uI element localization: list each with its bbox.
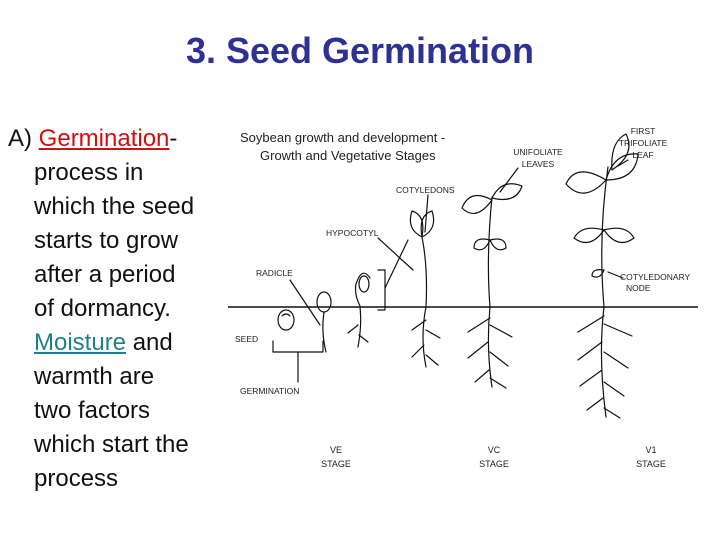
vc-cotyledon-left [474,239,490,250]
definition-line: process in [8,156,236,190]
v1-unifoliate-left [574,228,604,242]
definition-line: starts to grow [8,224,236,258]
label-seed: SEED [235,334,258,344]
diagram-title-line1: Soybean growth and development - [240,130,445,145]
definition-line: after a period [8,258,236,292]
ve-roots [412,307,440,367]
vc-roots [468,307,512,388]
term-germination: Germination [39,125,170,152]
seed-drawing [278,310,294,330]
v1-leaf-left [566,172,606,193]
radicle-leader [290,280,320,325]
diagram-title-line2: Growth and Vegetative Stages [260,148,436,163]
vc-unifoliate-right [492,184,522,200]
hook-root [358,307,361,347]
stage-vc-line2: STAGE [479,459,509,469]
soybean-growth-diagram: Soybean growth and development - Growth … [228,120,698,480]
v1-stem [602,167,608,307]
ve-stem [422,237,427,307]
stage-v1-line2: STAGE [636,459,666,469]
stage-vc-line1: VC [488,445,501,455]
moisture-link[interactable]: Moisture [34,329,126,356]
label-cotyledons: COTYLEDONS [396,185,455,195]
hook-cotyledon [359,276,369,292]
label-first-trifoliate-3: LEAF [632,150,653,160]
definition-line: which the seed [8,190,236,224]
label-cotyledonary-node-2: NODE [626,283,651,293]
label-hypocotyl: HYPOCOTYL [326,228,379,238]
stage-ve-line1: VE [330,445,342,455]
definition-line-moisture: Moisture and [8,326,236,360]
moisture-and: and [126,329,173,356]
v1-unifoliate-right [604,228,634,242]
list-marker: A) [8,125,39,152]
definition-text: A) Germination- process in which the see… [8,122,236,496]
germinating-seed [317,292,331,312]
definition-line: which start the [8,428,236,462]
definition-line: process [8,462,236,496]
hypocotyl-bracket [378,270,385,310]
label-unifoliate-1: UNIFOLIATE [513,147,563,157]
label-germination: GERMINATION [240,386,299,396]
term-dash: - [169,125,177,152]
label-radicle: RADICLE [256,268,293,278]
germination-bracket [273,341,323,352]
vc-unifoliate-left [462,196,492,214]
hook-root-hairs [348,325,368,342]
definition-line: two factors [8,394,236,428]
stage-ve-line2: STAGE [321,459,351,469]
vc-stem [488,197,492,307]
vc-cotyledon-right [490,239,506,250]
v1-roots [578,307,632,418]
seed-mark [282,314,290,316]
stage-v1-line1: V1 [645,445,656,455]
slide-title: 3. Seed Germination [0,30,720,72]
definition-line: warmth are [8,360,236,394]
label-first-trifoliate-2: TRIFOLIATE [619,138,668,148]
label-unifoliate-2: LEAVES [522,159,555,169]
definition-line: of dormancy. [8,292,236,326]
definition-heading-line: A) Germination- [8,122,236,156]
label-first-trifoliate-1: FIRST [631,126,656,136]
label-cotyledonary-node-1: COTYLEDONARY [620,272,691,282]
unifoliate-leader [500,168,518,192]
